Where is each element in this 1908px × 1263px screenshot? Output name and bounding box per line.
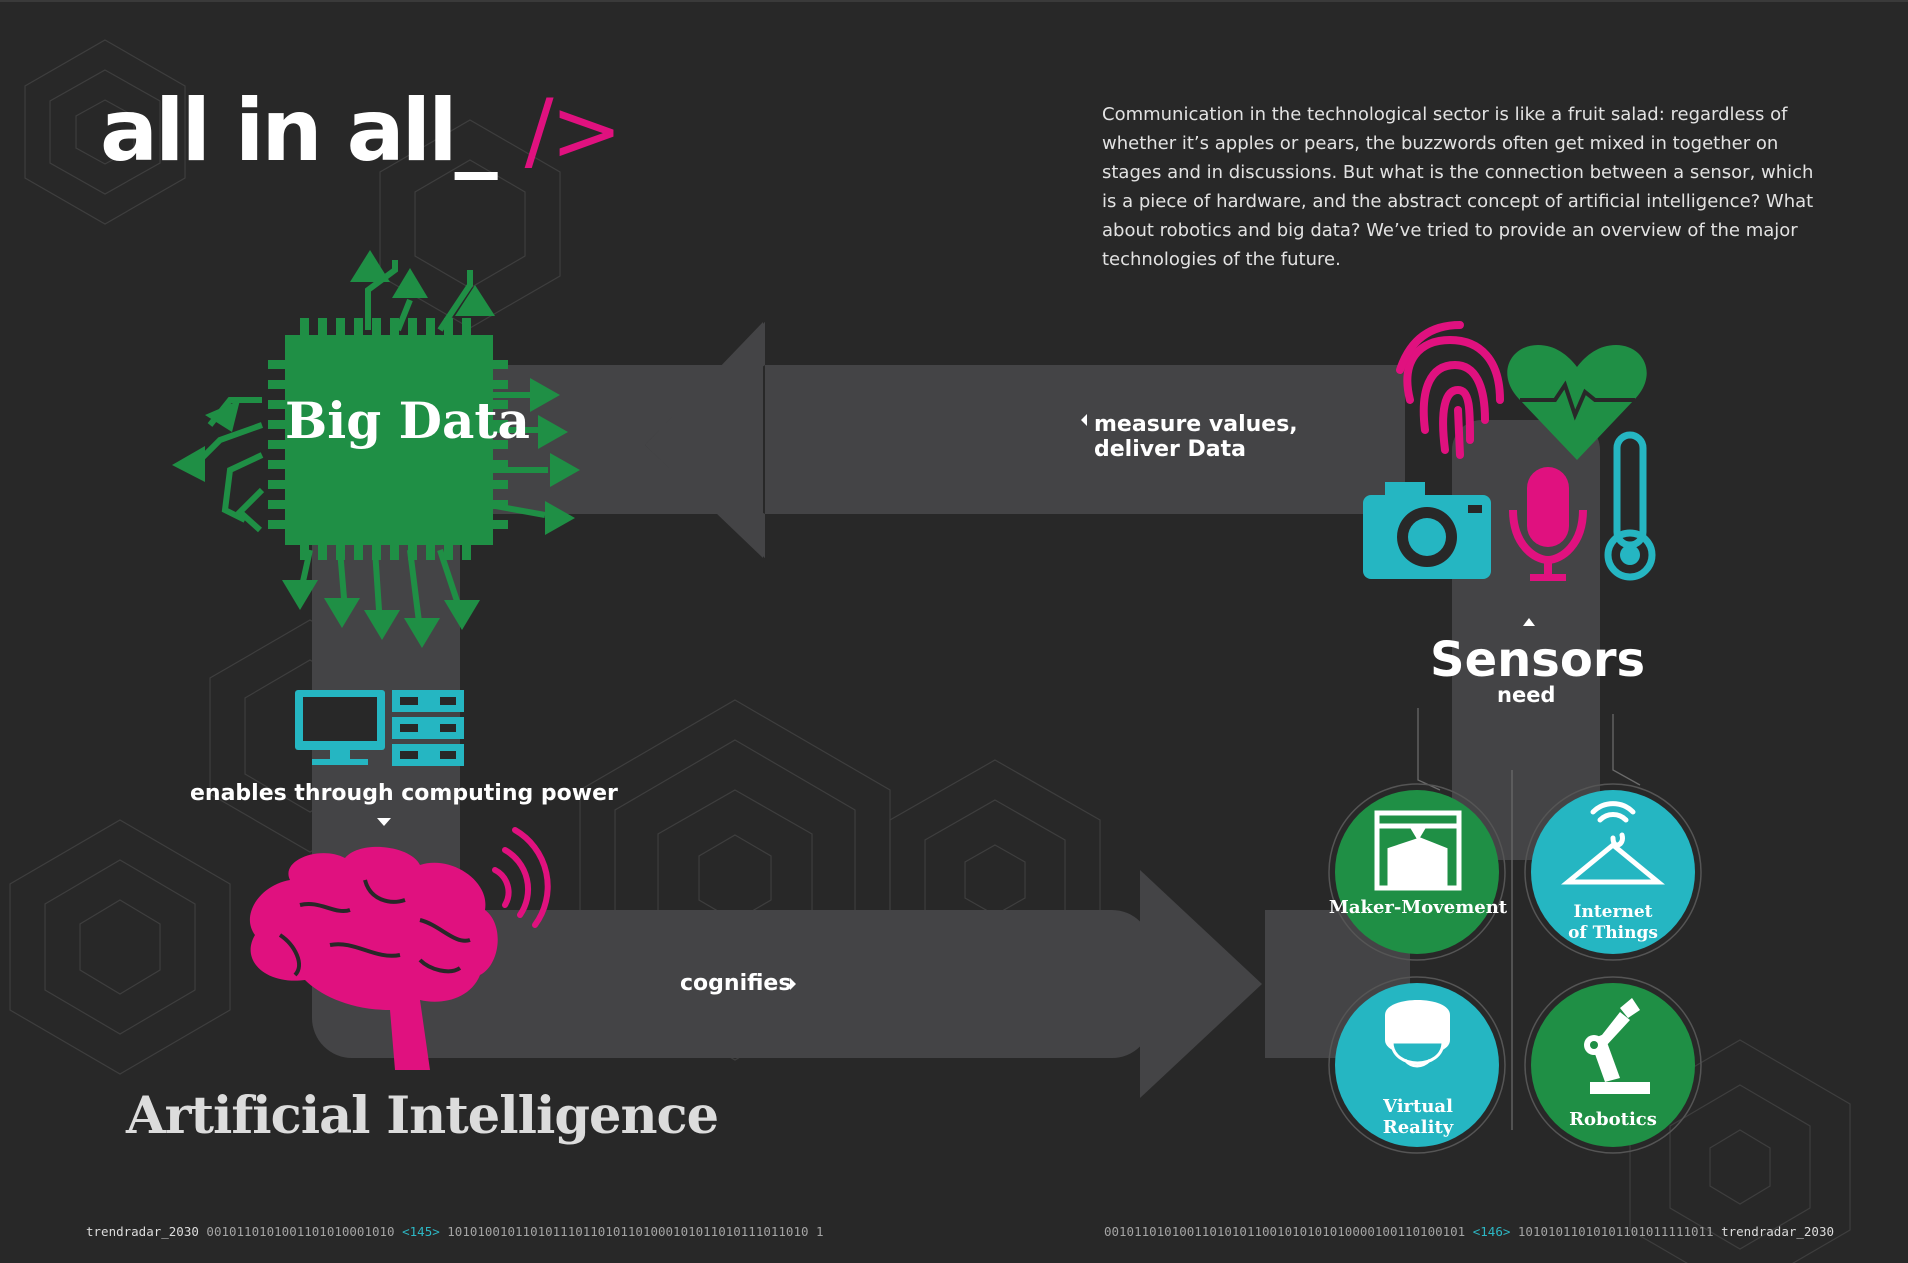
microphone-icon	[1509, 467, 1587, 581]
edge-measure-label: measure values, deliver Data	[1094, 412, 1298, 463]
computer-server-icon	[295, 690, 464, 826]
edge-compute-label: enables through computing power	[190, 781, 618, 806]
code-mark: />	[524, 81, 623, 181]
measure-marker	[1081, 414, 1087, 426]
vr-headset-icon	[1385, 1000, 1450, 1068]
page-number-left: <145>	[402, 1224, 440, 1239]
top-edge	[0, 0, 1908, 2]
footer-right: 0010110101001101010110010101010100001001…	[1104, 1224, 1834, 1239]
page-number-right: <146>	[1472, 1224, 1511, 1239]
cognifies-marker	[790, 978, 796, 990]
heart-rate-icon	[1507, 345, 1647, 460]
chip-icon	[172, 250, 580, 648]
robot-arm-icon	[1584, 998, 1650, 1094]
page-title: all in all_/>	[100, 81, 623, 181]
flow-arrow-cognifies	[312, 870, 1410, 1098]
footer-left-tag: trendradar_2030	[86, 1224, 199, 1239]
wifi-hanger-icon	[1561, 801, 1665, 885]
intro-text: Communication in the technological secto…	[1102, 104, 1814, 270]
footer-right-bits-1: 0010110101001101010110010101010100001001…	[1103, 1224, 1466, 1239]
edge-cognifies-label: cognifies	[680, 971, 792, 996]
tech-maker-movement: Maker-Movement	[1328, 897, 1508, 918]
thermometer-icon	[1604, 431, 1656, 581]
guide-lines	[1417, 708, 1641, 1130]
footer-right-tag: trendradar_2030	[1721, 1224, 1834, 1239]
brain-icon	[249, 827, 551, 1070]
tech-internet-of-things: Internet of Things	[1568, 902, 1658, 943]
node-big-data: Big Data	[285, 391, 530, 450]
tech-virtual-reality: Virtual Reality	[1382, 1096, 1454, 1138]
footer-right-bits-2: 10101011010101101011111011	[1517, 1224, 1714, 1239]
tech-robotics: Robotics	[1569, 1109, 1657, 1130]
node-artificial-intelligence: Artificial Intelligence	[126, 1086, 719, 1146]
footer-left-bits-2: 1010100101101011101101011010001010110101…	[447, 1224, 824, 1239]
3d-printer-icon	[1374, 810, 1462, 891]
node-sensors: Sensors	[1430, 632, 1646, 688]
node-sensors-sub: need	[1497, 683, 1556, 707]
footer-left-bits-1: 0010110101001101010001010	[206, 1224, 395, 1239]
fingerprint-icon	[1396, 321, 1504, 459]
camera-icon	[1363, 482, 1491, 579]
footer-left: trendradar_2030 001011010100110101000101…	[86, 1224, 824, 1239]
